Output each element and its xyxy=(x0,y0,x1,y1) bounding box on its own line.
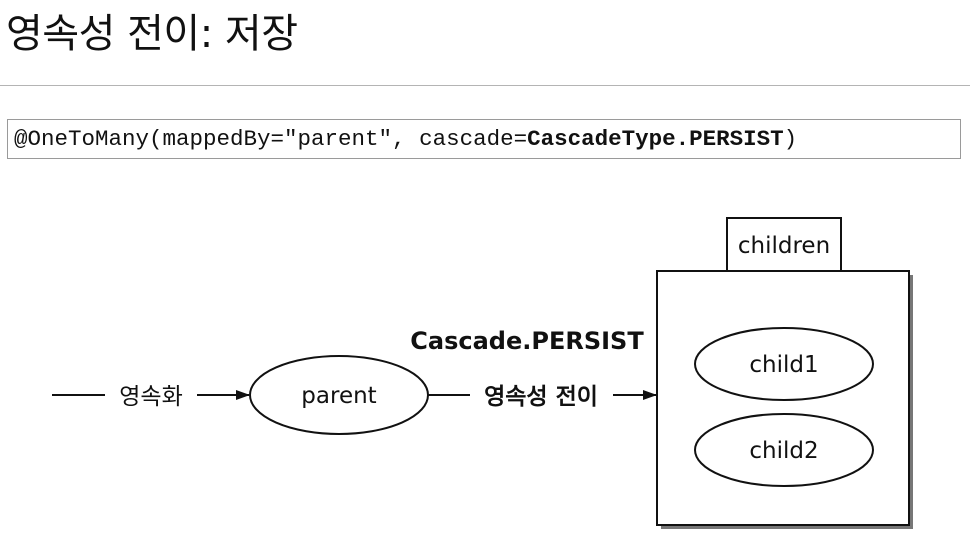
child-label-1: child1 xyxy=(749,352,818,378)
children-tab-label: children xyxy=(738,233,830,259)
code-annotation-suffix: ) xyxy=(783,126,798,152)
transition-label: 영속성 전이 xyxy=(484,384,598,410)
persist-label: 영속화 xyxy=(119,384,182,410)
parent-label: parent xyxy=(301,383,376,409)
code-cascade-type: CascadeType.PERSIST xyxy=(527,126,784,152)
page-title: 영속성 전이: 저장 xyxy=(6,11,298,57)
child-entity-1 xyxy=(694,327,874,401)
child-entity-2 xyxy=(694,413,874,487)
child-label-2: child2 xyxy=(749,438,818,464)
children-tab xyxy=(726,217,842,272)
title-divider xyxy=(0,85,970,86)
code-annotation-prefix: @OneToMany(mappedBy="parent", cascade= xyxy=(14,126,528,152)
code-snippet: @OneToMany(mappedBy="parent", cascade=Ca… xyxy=(7,119,961,159)
cascade-label: Cascade.PERSIST xyxy=(410,327,644,355)
